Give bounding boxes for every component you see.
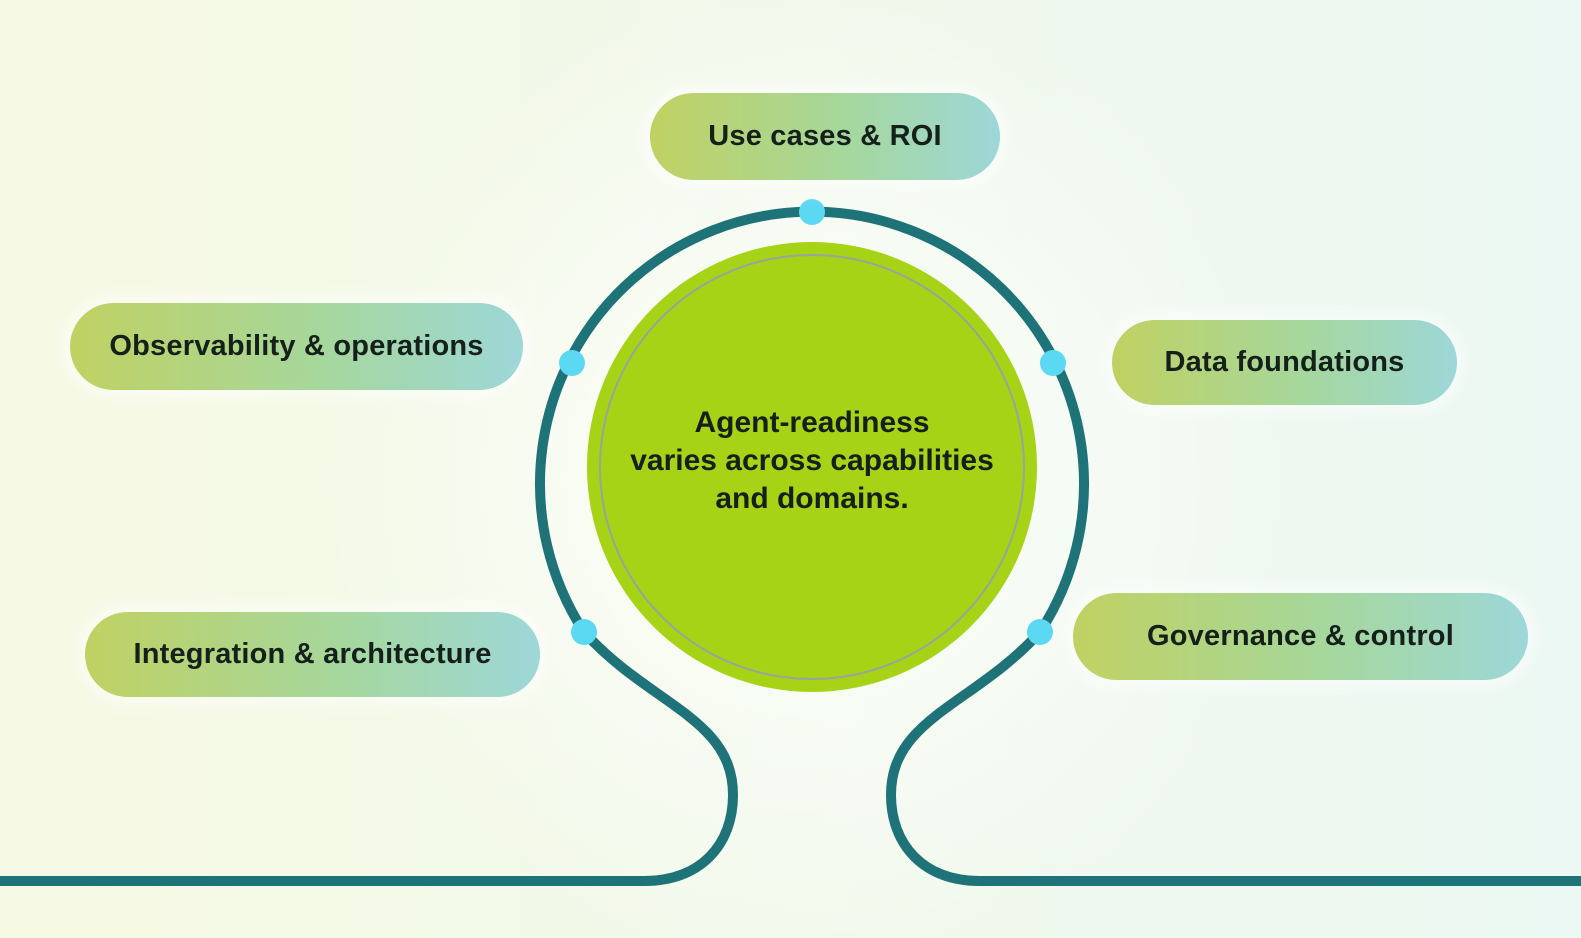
node-label: Data foundations <box>1164 346 1405 378</box>
central-statement-line: and domains. <box>715 482 909 515</box>
node-label: Observability & operations <box>109 330 484 362</box>
connector-line-right <box>885 628 1581 886</box>
node-integration-architecture[interactable]: Integration & architecture <box>85 612 540 697</box>
connector-dot-lower-right[interactable] <box>1027 619 1053 645</box>
connector-dot-lower-left[interactable] <box>571 619 597 645</box>
node-use-cases-roi[interactable]: Use cases & ROI <box>650 93 1000 180</box>
central-circle-inner-ring <box>599 254 1025 680</box>
connector-dot-upper-left[interactable] <box>559 350 585 376</box>
connector-dot-top[interactable] <box>799 199 825 225</box>
connector-dot-upper-right[interactable] <box>1040 350 1066 376</box>
node-data-foundations[interactable]: Data foundations <box>1112 320 1457 405</box>
connector-line-left <box>0 628 739 886</box>
central-statement-line: Agent-readiness <box>694 406 930 439</box>
central-circle <box>587 242 1037 692</box>
node-observability-operations[interactable]: Observability & operations <box>70 303 523 390</box>
node-label: Integration & architecture <box>133 638 492 670</box>
central-statement: Agent-readiness varies across capabiliti… <box>582 404 1042 518</box>
central-statement-line: varies across capabilities <box>630 444 994 477</box>
node-label: Use cases & ROI <box>708 120 942 152</box>
node-governance-control[interactable]: Governance & control <box>1073 593 1528 680</box>
node-label: Governance & control <box>1147 620 1454 652</box>
